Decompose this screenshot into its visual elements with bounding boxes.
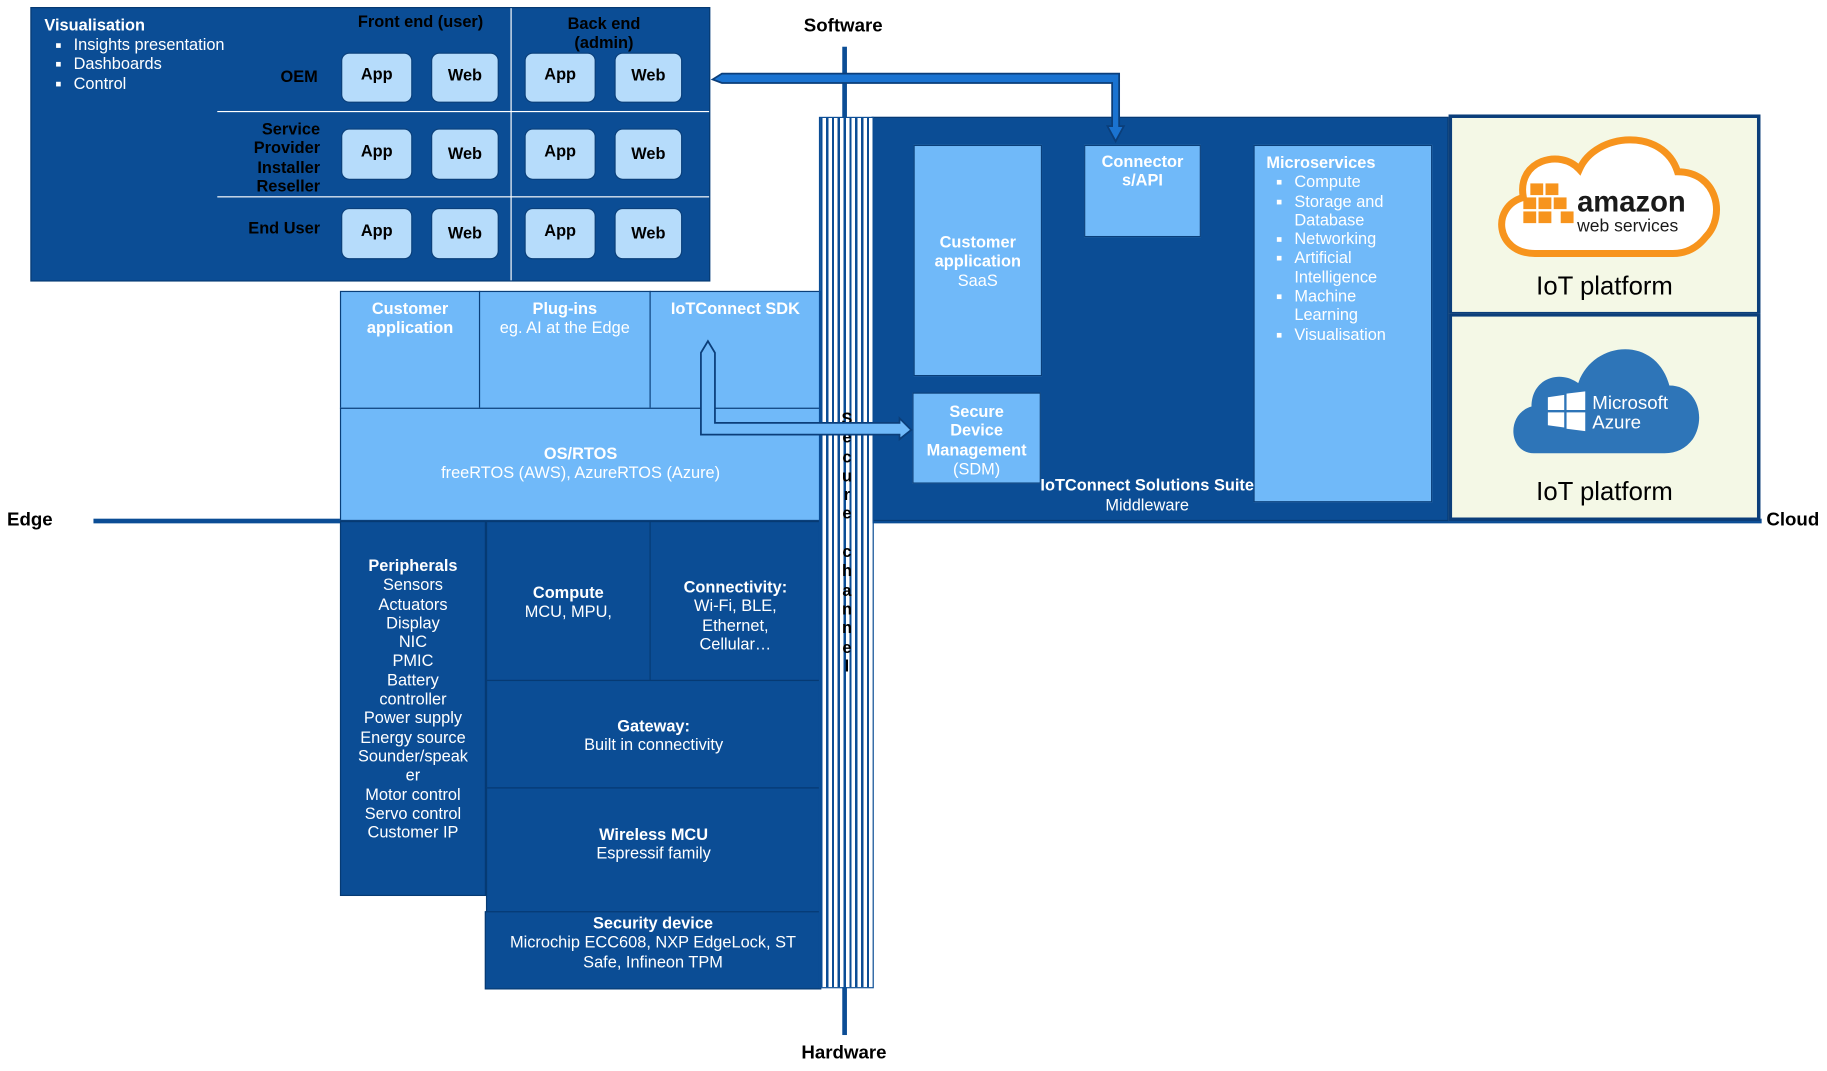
connectivity: Connectivity: Wi-Fi, BLE, Ethernet, Cell… bbox=[649, 521, 822, 682]
os-rtos: OS/RTOS freeRTOS (AWS), AzureRTOS (Azure… bbox=[339, 407, 822, 522]
back-end-header: Back end (admin) bbox=[567, 14, 641, 52]
wireless-title: Wireless MCU bbox=[599, 824, 709, 844]
compute-subtitle: MCU, MPU, bbox=[524, 601, 612, 621]
compute: Compute MCU, MPU, bbox=[485, 521, 651, 682]
security-subtitle: Microchip ECC608, NXP EdgeLock, ST Safe,… bbox=[509, 932, 797, 971]
middleware-app-title: Customer application bbox=[934, 232, 1021, 271]
row-label-oem: OEM bbox=[280, 66, 318, 86]
oem-front-app-button[interactable]: App bbox=[341, 52, 413, 103]
middleware-app-subtitle: SaaS bbox=[957, 270, 998, 290]
software-label: Software bbox=[803, 16, 883, 37]
plugins-title: Plug-ins bbox=[532, 299, 598, 318]
visualisation-title: Visualisation bbox=[44, 15, 145, 34]
compute-title: Compute bbox=[532, 582, 604, 602]
microservice-item: Visualisation bbox=[1294, 324, 1431, 343]
microservice-item: Storage and Database bbox=[1294, 191, 1431, 229]
provider-back-web-button[interactable]: Web bbox=[614, 128, 683, 180]
connectivity-title: Connectivity: bbox=[683, 577, 788, 596]
hardware-label: Hardware bbox=[801, 1043, 887, 1064]
edge-customer-application: Customer application bbox=[339, 290, 481, 409]
aws-logo-sub: web services bbox=[1576, 215, 1678, 235]
microservices-list: Compute Storage and Database Networking … bbox=[1267, 172, 1431, 343]
aws-cubes-icon bbox=[1523, 183, 1574, 224]
microservices-title: Microservices bbox=[1266, 153, 1376, 172]
oem-back-app-button[interactable]: App bbox=[524, 52, 596, 103]
oem-back-web-button[interactable]: Web bbox=[614, 52, 683, 103]
visualisation-divider-row1 bbox=[217, 110, 710, 113]
windows-icon bbox=[1547, 391, 1586, 432]
peripherals-title: Peripherals bbox=[368, 556, 458, 575]
microservice-item: Networking bbox=[1294, 229, 1431, 248]
azure-logo: Microsoft Azure bbox=[1513, 349, 1700, 454]
security-title: Security device bbox=[593, 913, 714, 933]
secure-device-management: Secure Device Management (SDM) bbox=[912, 392, 1041, 484]
aws-panel: amazon web services IoT platform bbox=[1448, 114, 1761, 316]
azure-logo-line2: Azure bbox=[1592, 412, 1641, 433]
enduser-front-app-button[interactable]: App bbox=[341, 207, 413, 260]
aws-logo: amazon web services bbox=[1498, 136, 1720, 258]
provider-back-app-button[interactable]: App bbox=[524, 128, 596, 180]
azure-cloud-shape bbox=[1513, 349, 1700, 454]
middleware-customer-application: Customer application SaaS bbox=[913, 144, 1043, 377]
visualisation-divider-vertical bbox=[510, 8, 512, 281]
connectors-api: Connector s/API bbox=[1084, 144, 1201, 238]
enduser-front-web-button[interactable]: Web bbox=[431, 207, 499, 260]
aws-cloud-shape bbox=[1498, 136, 1720, 258]
azure-panel: Microsoft Azure IoT platform bbox=[1448, 313, 1761, 522]
security-device: Security device Microchip ECC608, NXP Ed… bbox=[484, 911, 822, 990]
gateway: Gateway: Built in connectivity bbox=[485, 679, 822, 789]
aws-iot-platform-label: IoT platform bbox=[1536, 271, 1673, 301]
iotconnect-sdk: IoTConnect SDK bbox=[649, 290, 822, 409]
secure-channel-label: S e c u r e c h a n n e l bbox=[841, 408, 853, 676]
sdm-subtitle: (SDM) bbox=[952, 458, 1001, 478]
visualisation-divider-row2 bbox=[217, 196, 710, 198]
visualisation-item: Control bbox=[74, 73, 225, 92]
row-label-end-user: End User bbox=[248, 218, 321, 238]
enduser-back-app-button[interactable]: App bbox=[524, 207, 596, 260]
plugins-subtitle: eg. AI at the Edge bbox=[499, 318, 630, 337]
azure-iot-platform-label: IoT platform bbox=[1536, 476, 1673, 506]
suite-title: IoTConnect Solutions Suite bbox=[1040, 475, 1254, 495]
oem-front-web-button[interactable]: Web bbox=[431, 52, 499, 103]
azure-logo-line1: Microsoft bbox=[1592, 392, 1669, 413]
front-end-header: Front end (user) bbox=[357, 11, 484, 31]
aws-logo-word: amazon bbox=[1577, 186, 1686, 218]
provider-front-web-button[interactable]: Web bbox=[431, 128, 499, 180]
visualisation-list: Insights presentation Dashboards Control bbox=[47, 35, 225, 92]
visualisation-item: Dashboards bbox=[74, 54, 225, 73]
microservice-item: Artificial Intelligence bbox=[1294, 248, 1431, 286]
enduser-back-web-button[interactable]: Web bbox=[614, 207, 683, 260]
gateway-subtitle: Built in connectivity bbox=[584, 735, 724, 754]
edge-plugins: Plug-ins eg. AI at the Edge bbox=[478, 290, 651, 409]
sdm-title: Secure Device Management bbox=[926, 401, 1027, 459]
os-subtitle: freeRTOS (AWS), AzureRTOS (Azure) bbox=[441, 462, 721, 482]
row-label-service-provider: Service Provider Installer Reseller bbox=[253, 119, 321, 195]
visualisation-item: Insights presentation bbox=[74, 35, 225, 54]
wireless-subtitle: Espressif family bbox=[596, 843, 711, 863]
gateway-title: Gateway: bbox=[617, 716, 690, 735]
suite-subtitle: Middleware bbox=[1105, 495, 1189, 515]
microservice-item: Machine Learning bbox=[1294, 286, 1431, 324]
peripherals-list: Sensors Actuators Display NIC PMIC Batte… bbox=[357, 575, 468, 842]
edge-label: Edge bbox=[7, 510, 53, 531]
wireless-mcu: Wireless MCU Espressif family bbox=[485, 787, 822, 913]
os-title: OS/RTOS bbox=[543, 443, 618, 463]
secure-channel-bar bbox=[818, 116, 874, 989]
cloud-label: Cloud bbox=[1766, 510, 1820, 531]
edge-cloud-axis bbox=[93, 518, 1762, 524]
connectivity-subtitle: Wi-Fi, BLE, Ethernet, Cellular… bbox=[694, 596, 777, 653]
microservice-item: Compute bbox=[1294, 172, 1431, 191]
peripherals: Peripherals Sensors Actuators Display NI… bbox=[339, 521, 486, 897]
microservices: Microservices Compute Storage and Databa… bbox=[1253, 144, 1433, 503]
provider-front-app-button[interactable]: App bbox=[341, 128, 413, 180]
